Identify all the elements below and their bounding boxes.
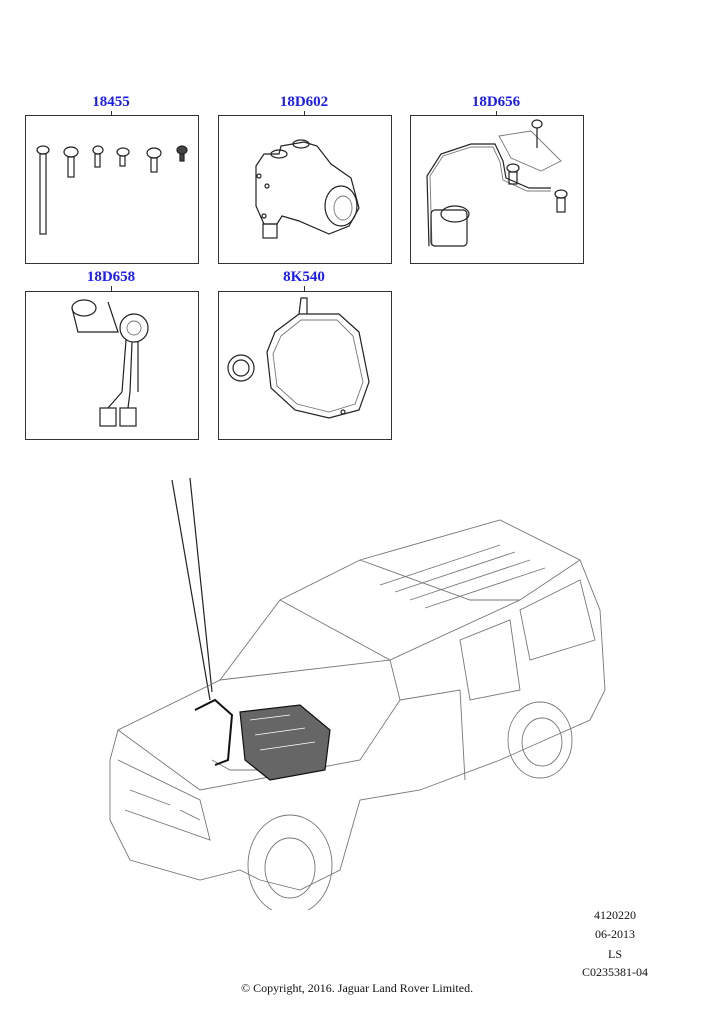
part-image-harness-bracket[interactable]	[410, 115, 584, 264]
sensor-icon	[71, 299, 149, 427]
part-link-8K540[interactable]: 8K540	[283, 269, 325, 285]
leader-tick	[111, 111, 112, 118]
leader-line	[171, 479, 211, 701]
part-image-pump[interactable]	[218, 115, 392, 264]
part-link-18D658[interactable]: 18D658	[86, 269, 136, 285]
leader-tick	[304, 111, 305, 118]
part-link-18D602[interactable]: 18D602	[279, 94, 329, 110]
part-link-18455[interactable]: 18455	[92, 94, 130, 110]
copyright-notice: © Copyright, 2016. Jaguar Land Rover Lim…	[241, 981, 474, 995]
illustration-date: 06-2013	[595, 927, 635, 941]
screws-icon	[36, 145, 188, 235]
part-image-gasket[interactable]	[218, 291, 392, 440]
leader-tick	[111, 286, 112, 293]
illustration-reference: C0235381-04	[582, 965, 648, 979]
leader-tick	[496, 111, 497, 118]
harness-bracket-icon	[426, 119, 568, 247]
hvac-assembly-highlight	[194, 698, 331, 781]
part-image-sensor[interactable]	[25, 291, 199, 440]
gasket-icon	[227, 297, 370, 419]
illustration-number: 4120220	[594, 908, 636, 922]
leader-line	[189, 477, 213, 693]
pump-icon	[255, 139, 360, 239]
leader-tick	[304, 286, 305, 293]
part-image-screws[interactable]	[25, 115, 199, 264]
illustration-model: LS	[607, 947, 622, 961]
vehicle-location-diagram	[109, 477, 606, 910]
part-link-18D656[interactable]: 18D656	[471, 94, 521, 110]
